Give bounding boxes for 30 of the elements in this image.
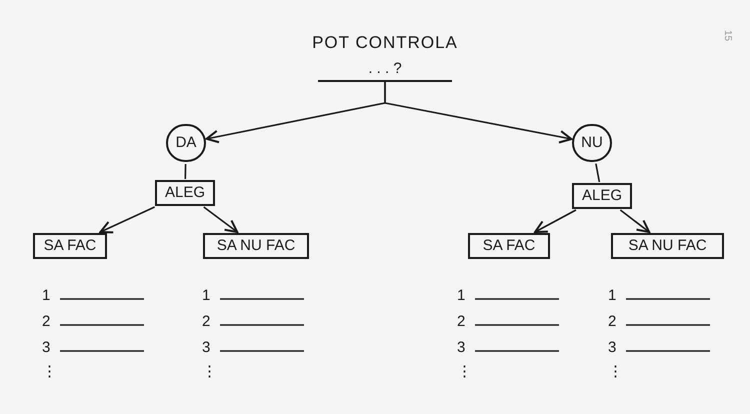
list-number: 2 <box>42 312 50 332</box>
arrow <box>203 206 238 233</box>
list-number: 1 <box>202 286 210 306</box>
ellipsis-mark: ⋮ <box>608 362 623 382</box>
page-number: 15 <box>721 30 734 42</box>
title: POT CONTROLA <box>311 32 459 54</box>
question-blank: . . . ? <box>318 58 452 82</box>
list-number: 1 <box>42 286 50 306</box>
list-number: 1 <box>457 286 466 306</box>
arrow <box>99 206 155 234</box>
label-box: ALEG <box>572 183 632 209</box>
label-box: SA NU FAC <box>611 233 724 259</box>
ellipsis-mark: ⋮ <box>202 362 217 382</box>
list-number: 2 <box>202 312 210 332</box>
arrow <box>620 209 650 233</box>
list-number: 1 <box>608 286 616 306</box>
label-box: SA NU FAC <box>203 233 309 259</box>
ellipsis-mark: ⋮ <box>457 362 472 382</box>
list-number: 3 <box>457 338 466 358</box>
list-number: 3 <box>42 338 50 358</box>
ellipsis-mark: ⋮ <box>42 362 57 382</box>
label-box: ALEG <box>155 180 215 206</box>
arrow <box>384 82 572 144</box>
arrow <box>534 209 576 233</box>
label-box: SA FAC <box>33 233 107 259</box>
list-number: 2 <box>457 312 466 332</box>
list-number: 3 <box>202 338 210 358</box>
list-number: 2 <box>608 312 616 332</box>
label-box: SA FAC <box>468 233 550 259</box>
list-number: 3 <box>608 338 616 358</box>
